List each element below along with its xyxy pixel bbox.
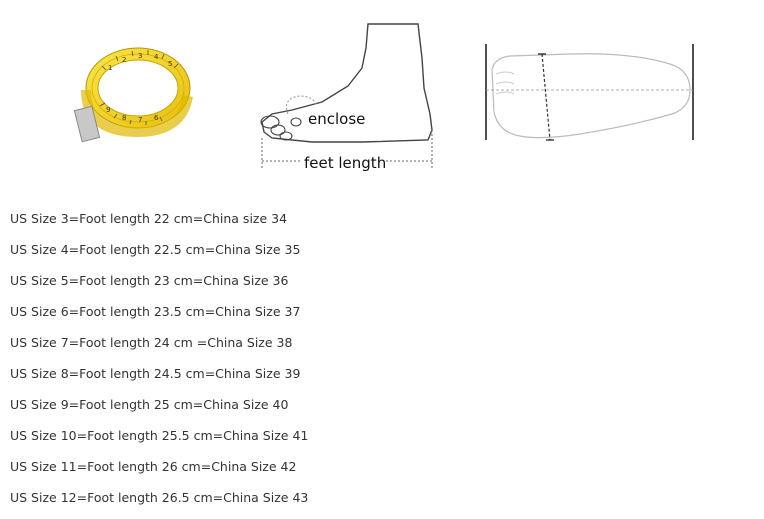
svg-text:8: 8 [122,114,126,122]
size-chart-row: US Size 12=Foot length 26.5 cm=China Siz… [10,490,309,505]
size-chart-row: US Size 3=Foot length 22 cm=China size 3… [10,211,288,226]
svg-text:5: 5 [168,60,172,68]
foot-outline [261,23,433,143]
sole-outline [491,53,691,139]
size-chart-row: US Size 5=Foot length 23 cm=China Size 3… [10,273,289,288]
size-chart-row: US Size 6=Foot length 23.5 cm=China Size… [10,304,301,319]
size-chart-row: US Size 4=Foot length 22.5 cm=China Size… [10,242,301,257]
svg-text:6: 6 [154,114,159,122]
svg-text:4: 4 [154,53,159,61]
foot-side-view-diagram: enclose feet length [260,23,433,172]
svg-text:2: 2 [122,56,126,64]
svg-text:3: 3 [138,52,142,60]
size-chart-row: US Size 7=Foot length 24 cm =China Size … [10,335,293,350]
feet-length-label: feet length [304,154,386,172]
size-chart-row: US Size 11=Foot length 26 cm=China Size … [10,459,297,474]
svg-text:9: 9 [106,106,110,114]
size-chart-list: US Size 3=Foot length 22 cm=China size 3… [10,209,308,519]
size-chart-row: US Size 10=Foot length 25.5 cm=China Siz… [10,428,309,443]
measuring-illustrations: 1 2 3 4 5 9 8 7 6 enclose feet length [0,0,764,190]
measuring-tape-icon: 1 2 3 4 5 9 8 7 6 [73,47,193,143]
enclose-label: enclose [308,110,365,128]
foot-top-view-diagram [485,44,694,141]
size-chart-row: US Size 9=Foot length 25 cm=China Size 4… [10,397,289,412]
svg-text:1: 1 [108,64,112,72]
svg-text:7: 7 [138,116,142,124]
size-chart-row: US Size 8=Foot length 24.5 cm=China Size… [10,366,301,381]
